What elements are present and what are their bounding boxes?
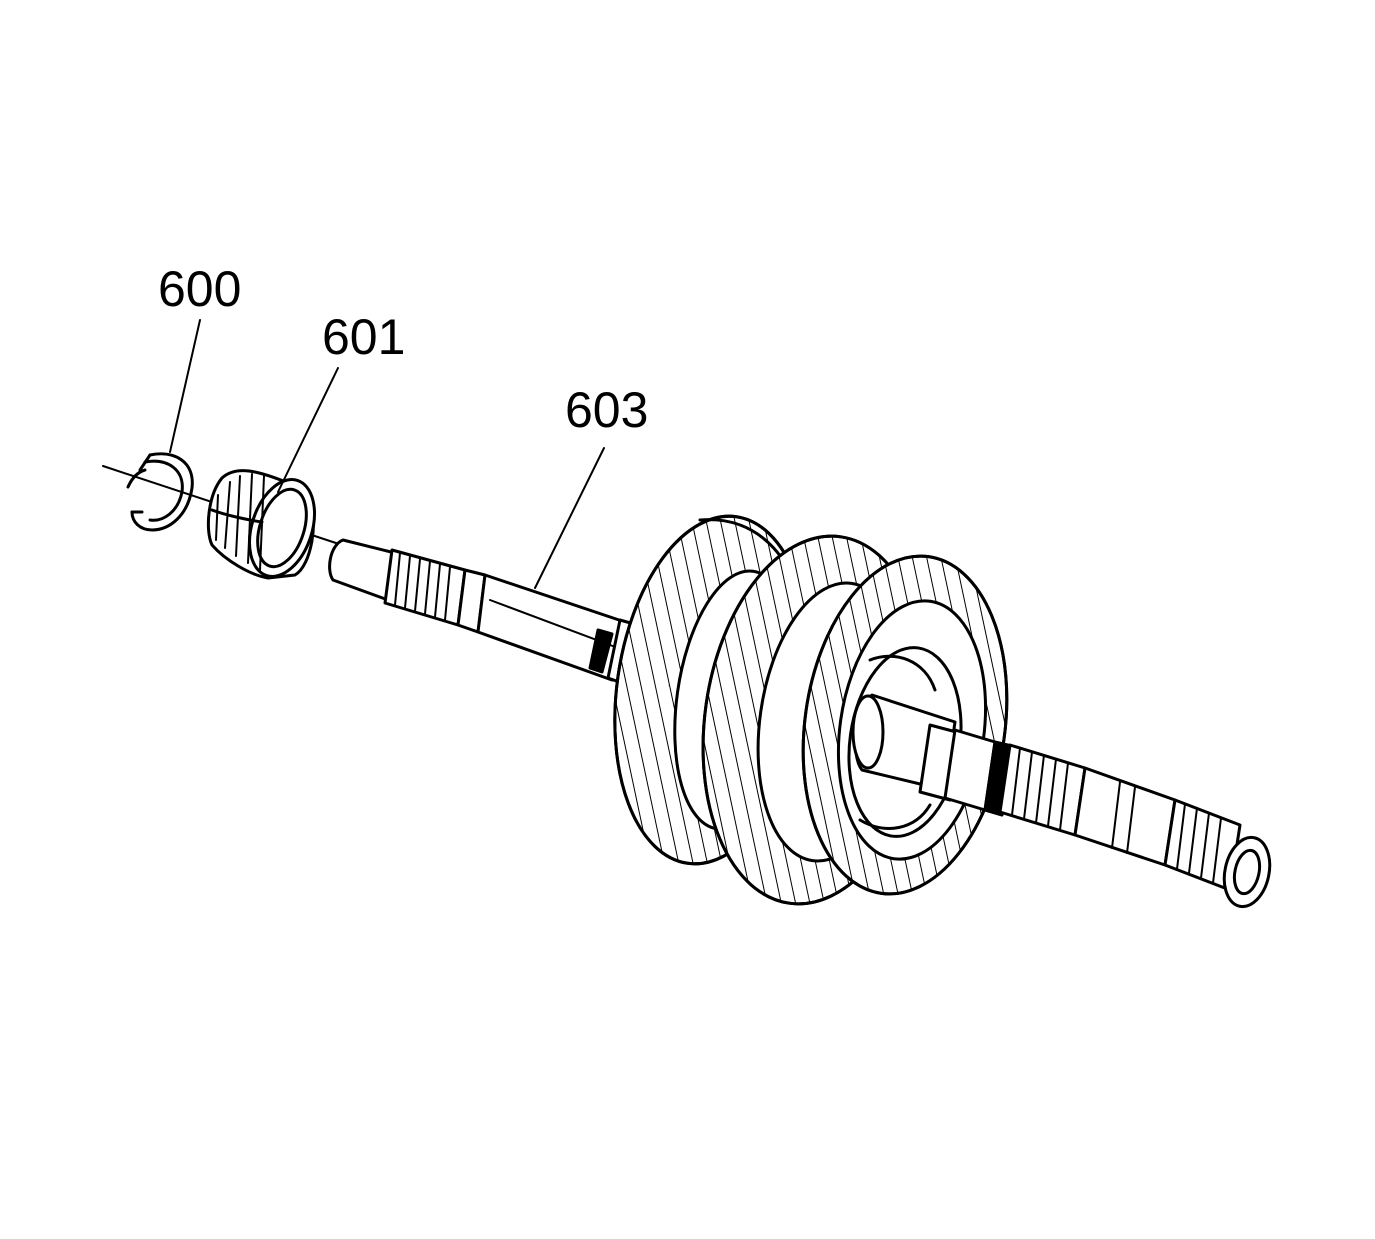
needle-bearing-601	[206, 469, 316, 580]
snap-ring-600	[126, 452, 194, 532]
callout-600: 600	[158, 261, 241, 317]
callout-603: 603	[565, 382, 648, 438]
callout-labels: 600 601 603	[158, 261, 648, 438]
callout-601: 601	[322, 309, 405, 365]
leader-lines	[169, 319, 605, 589]
gear-shaft-assembly-603	[328, 514, 1272, 909]
leader-line-601	[277, 367, 339, 493]
leader-line-600	[169, 319, 201, 453]
leader-line-603	[534, 447, 605, 589]
